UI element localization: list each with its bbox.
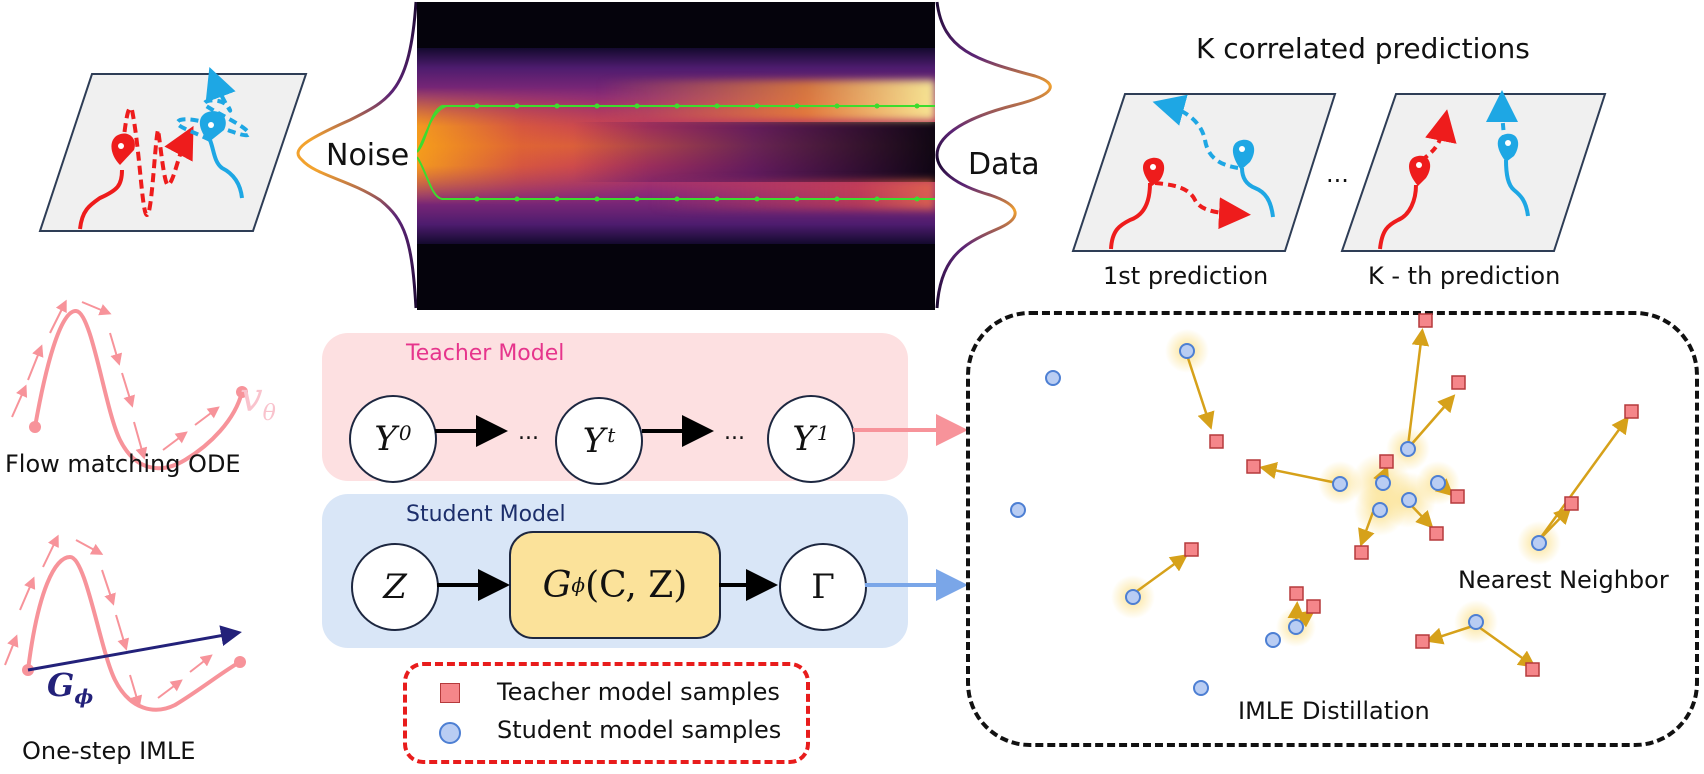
student-sample-legend-icon	[439, 722, 461, 744]
predictions-title: K correlated predictions	[1196, 32, 1530, 65]
flow-matching-ode-illustration	[4, 299, 248, 712]
student-sample-legend-label: Student model samples	[497, 716, 782, 744]
student-node-z: Z	[351, 543, 439, 631]
g-phi-label: Gϕ	[47, 666, 93, 708]
noise-distribution-curve	[296, 1, 418, 309]
teacher-model-title: Teacher Model	[406, 341, 565, 366]
prediction-1-scene	[1071, 93, 1337, 252]
theta-subscript: θ	[262, 401, 276, 426]
imle-distillation-title: IMLE Distillation	[1238, 697, 1430, 725]
prediction-k-scene	[1340, 90, 1607, 252]
prediction-1-label: 1st prediction	[1103, 262, 1269, 290]
student-model-title: Student Model	[406, 502, 566, 527]
v-symbol: v	[240, 375, 263, 421]
legend-box	[403, 662, 810, 764]
imle-caption: One-step IMLE	[22, 737, 196, 765]
prediction-k-label: K - th prediction	[1368, 262, 1561, 290]
teacher-sample-legend-icon	[440, 683, 460, 703]
teacher-sample-legend-label: Teacher model samples	[497, 678, 780, 706]
phi-subscript: ϕ	[74, 684, 94, 709]
ellipsis-predictions: ...	[1326, 160, 1349, 188]
imle-distillation-box	[966, 311, 1699, 747]
nearest-neighbor-label: Nearest Neighbor	[1458, 566, 1669, 594]
flow-heatmap	[417, 2, 935, 310]
data-label: Data	[968, 147, 1040, 182]
nearest-neighbor-scatter	[1010, 313, 1639, 696]
multimodal-scene-illustration	[38, 67, 308, 232]
teacher-ellipsis-1: ...	[518, 420, 539, 445]
data-distribution-curve	[935, 1, 1052, 309]
flow-trajectories	[417, 103, 935, 202]
v-theta-label: vθ	[240, 375, 276, 426]
g-symbol: G	[47, 666, 75, 704]
noise-label: Noise	[326, 138, 410, 173]
student-node-gamma: Γ	[779, 543, 867, 631]
flow-matching-caption: Flow matching ODE	[5, 450, 241, 478]
teacher-ellipsis-2: ...	[724, 420, 745, 445]
